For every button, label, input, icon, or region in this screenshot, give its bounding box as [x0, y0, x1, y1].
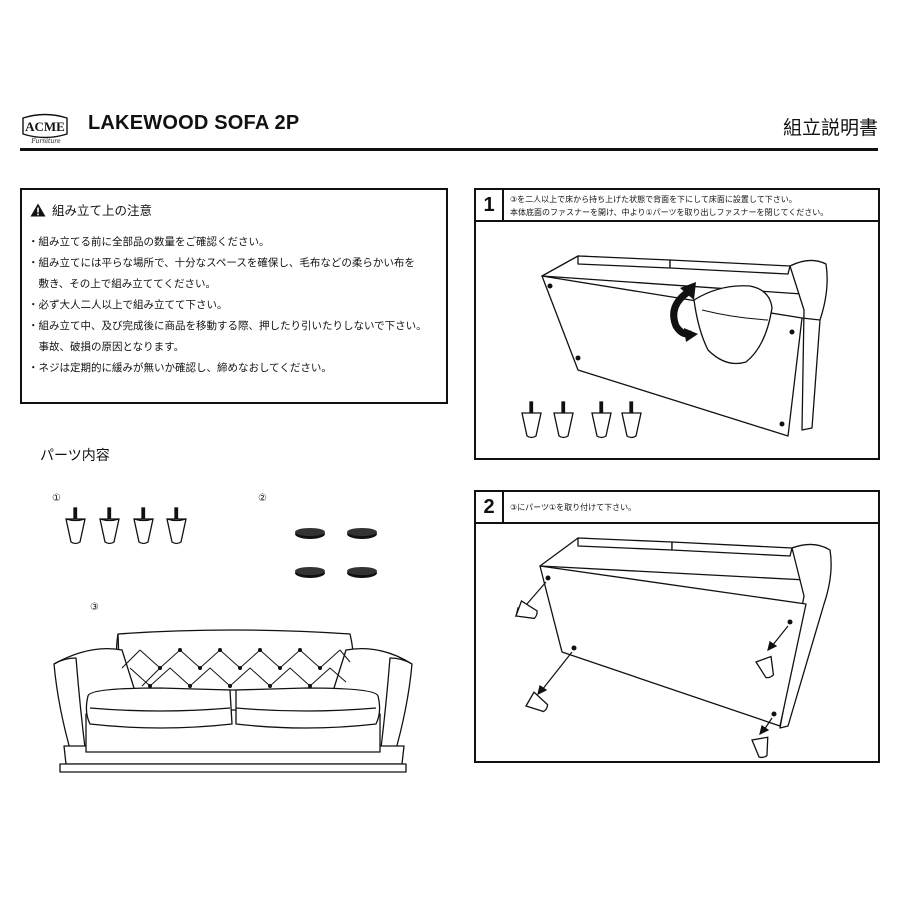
step-1-illustration [521, 255, 828, 439]
leg-icon [65, 507, 187, 545]
caution-box: 組み立て上の注意 ・組み立てる前に全部品の数量をご確認ください。 ・組み立てには… [20, 188, 448, 404]
part-label-3: ③ [90, 602, 99, 613]
step-1-number: 1 [476, 190, 504, 220]
legs-row [521, 401, 642, 439]
rotate-arrow-icon [670, 282, 698, 342]
part-label-1: ① [52, 493, 61, 504]
svg-text:Furniture: Furniture [30, 138, 61, 145]
caution-item: ・必ず大人二人以上で組み立てて下さい。 [28, 299, 228, 311]
svg-text:ACME: ACME [25, 119, 65, 134]
step-2-header: 2 ③にパーツ①を取り付けて下さい。 [476, 492, 878, 524]
caution-item: ・ネジは定期的に緩みが無いか確認し、締めなおしてください。 [28, 362, 332, 374]
caution-heading: 組み立て上の注意 [30, 200, 152, 219]
part-2-washers [295, 528, 377, 578]
caution-list: ・組み立てる前に全部品の数量をご確認ください。 ・組み立てには平らな場所で、十分… [28, 232, 442, 379]
step-2-illustration [515, 537, 832, 759]
header-divider [20, 148, 878, 151]
caution-heading-text: 組み立て上の注意 [52, 203, 153, 218]
part-label-2: ② [258, 493, 267, 504]
step-2-line: ③にパーツ①を取り付けて下さい。 [510, 503, 637, 512]
step-2-number: 2 [476, 492, 504, 522]
caution-item: ・組み立てには平らな場所で、十分なスペースを確保し、毛布などの柔らかい布を [28, 257, 415, 269]
step-2-panel: 2 ③にパーツ①を取り付けて下さい。 [474, 490, 880, 763]
acme-logo: ACME Furniture [20, 112, 70, 146]
caution-item: 事故、破損の原因となります。 [28, 341, 185, 353]
caution-item: 敷き、その上で組み立ててください。 [28, 278, 216, 290]
step-1-line: ③を二人以上で床から持ち上げた状態で背面を下にして床面に設置して下さい。 [510, 195, 797, 204]
step-1-line: 本体底面のファスナーを開け、中より①パーツを取り出しファスナーを閉じてください。 [510, 208, 829, 217]
product-title: LAKEWOOD SOFA 2P [88, 112, 300, 134]
document-type: 組立説明書 [782, 117, 878, 139]
step-2-instructions: ③にパーツ①を取り付けて下さい。 [510, 501, 636, 514]
step-1-header: 1 ③を二人以上で床から持ち上げた状態で背面を下にして床面に設置して下さい。 本… [476, 190, 878, 222]
part-3-sofa [53, 629, 413, 773]
step-1-instructions: ③を二人以上で床から持ち上げた状態で背面を下にして床面に設置して下さい。 本体底… [510, 193, 828, 219]
warning-triangle-icon [30, 203, 46, 216]
parts-title: パーツ内容 [40, 448, 110, 464]
caution-item: ・組み立てる前に全部品の数量をご確認ください。 [28, 236, 270, 248]
part-1-legs [65, 507, 187, 545]
step-1-panel: 1 ③を二人以上で床から持ち上げた状態で背面を下にして床面に設置して下さい。 本… [474, 188, 880, 460]
caution-item: ・組み立て中、及び完成後に商品を移動する際、押したり引いたりしないで下さい。 [28, 320, 427, 332]
